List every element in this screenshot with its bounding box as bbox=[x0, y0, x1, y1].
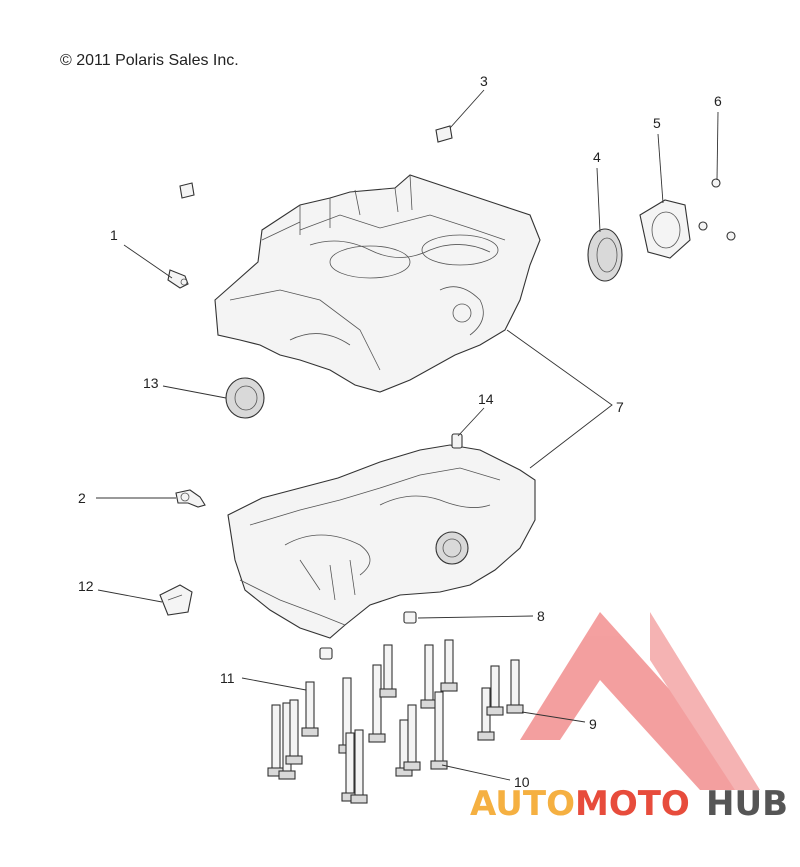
part-13-seal bbox=[225, 377, 265, 419]
copyright-notice: © 2011 Polaris Sales Inc. bbox=[60, 52, 239, 69]
callout-numbers: 1 2 3 4 5 6 7 8 9 10 11 12 13 14 bbox=[78, 73, 722, 790]
watermark-auto: AUTO bbox=[470, 784, 575, 824]
callout-1: 1 bbox=[110, 227, 118, 243]
callout-7: 7 bbox=[616, 399, 624, 415]
part-4-seal bbox=[587, 228, 623, 282]
upper-crankcase bbox=[214, 174, 541, 393]
watermark-logo bbox=[520, 612, 760, 790]
watermark-hub: HUB bbox=[706, 784, 788, 824]
callout-13: 13 bbox=[143, 375, 159, 391]
leader-lines bbox=[96, 89, 719, 781]
part-12-bracket bbox=[159, 584, 193, 616]
callout-5: 5 bbox=[653, 115, 661, 131]
part-8-dowels bbox=[319, 611, 417, 660]
callout-9: 9 bbox=[589, 716, 597, 732]
part-14-dowel bbox=[451, 433, 463, 449]
callout-4: 4 bbox=[593, 149, 601, 165]
callout-12: 12 bbox=[78, 578, 94, 594]
lower-crankcase bbox=[227, 444, 536, 639]
part-2-sensor bbox=[175, 489, 206, 508]
part-3-plug bbox=[179, 125, 453, 199]
part-1-fitting bbox=[167, 269, 189, 289]
callout-11: 11 bbox=[220, 670, 235, 686]
callout-10: 10 bbox=[514, 774, 530, 790]
watermark-moto: MOTO bbox=[575, 784, 690, 824]
part-5-cover bbox=[639, 199, 691, 259]
callout-3: 3 bbox=[480, 73, 488, 89]
callout-2: 2 bbox=[78, 490, 86, 506]
callout-14: 14 bbox=[478, 391, 494, 407]
part-6-bolts bbox=[698, 178, 736, 241]
crankcase-bolts bbox=[267, 639, 524, 804]
watermark-text: AUTO MOTO HUB bbox=[470, 784, 788, 824]
callout-6: 6 bbox=[714, 93, 722, 109]
callout-8: 8 bbox=[537, 608, 545, 624]
